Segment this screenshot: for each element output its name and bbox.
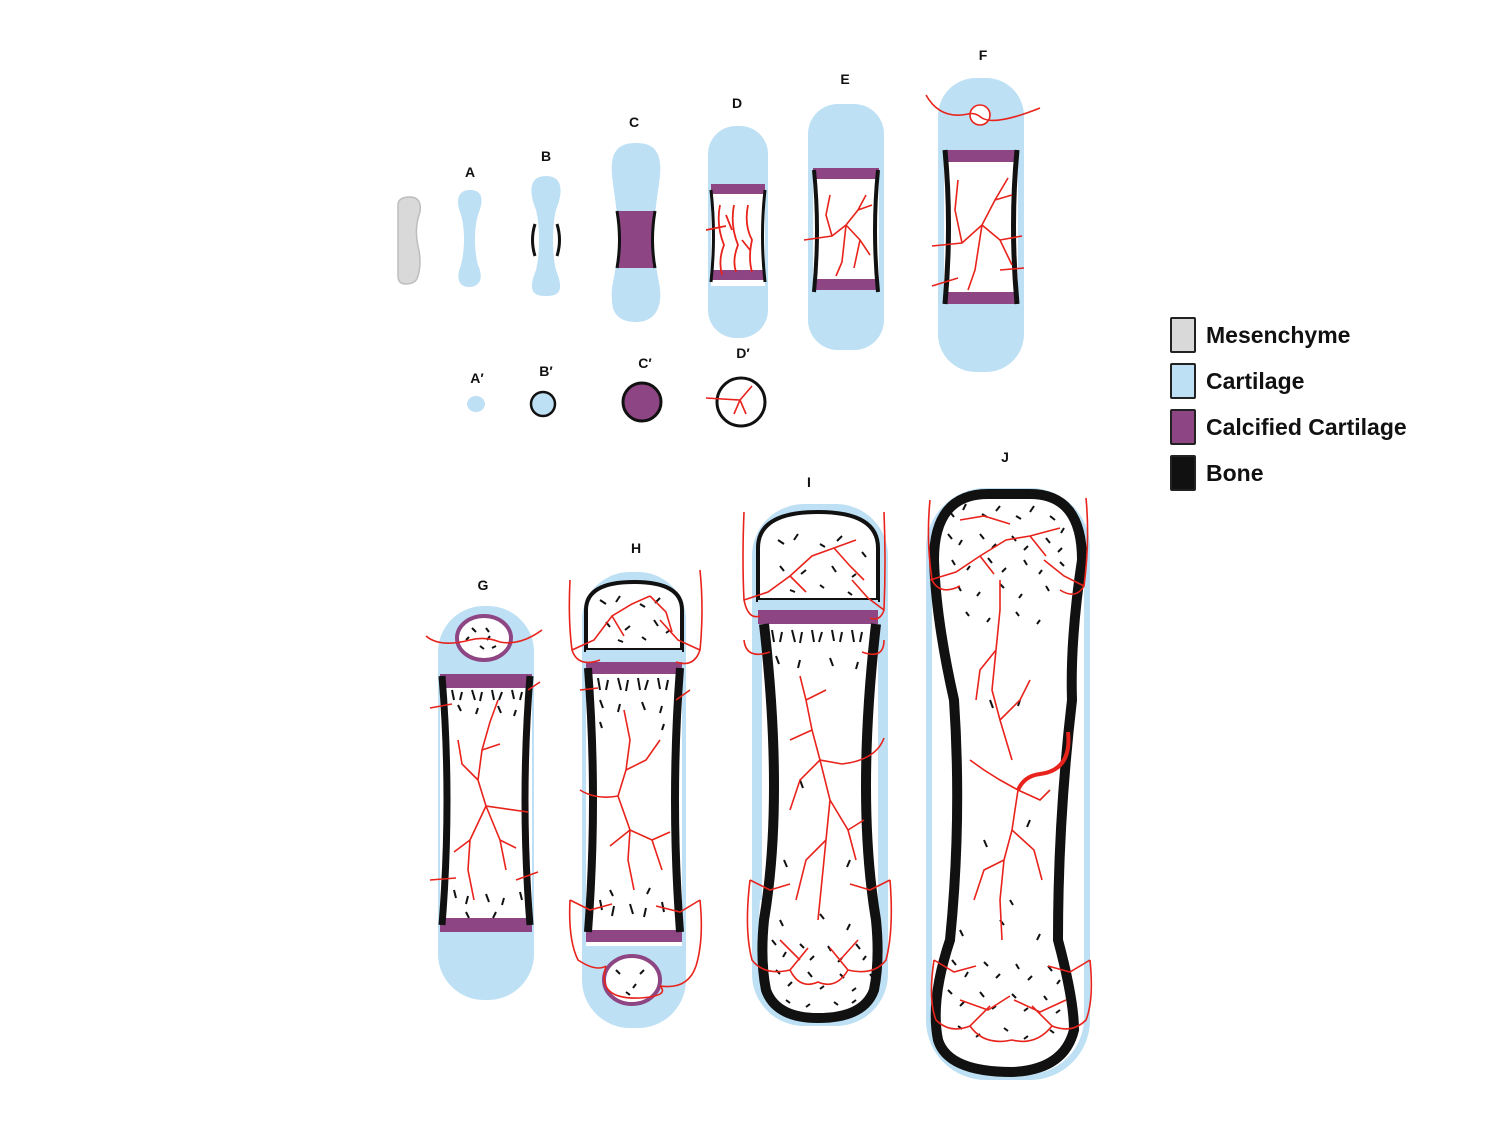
- label-d: D: [732, 95, 742, 111]
- stage-i-bone-shaft: [757, 623, 883, 1024]
- stage-g: [425, 606, 543, 1000]
- label-b-prime: B′: [539, 363, 553, 379]
- stage-d-calcified-top: [711, 184, 765, 194]
- stage-i-trabeculae: [771, 533, 874, 1008]
- stage-c-calcified-cartilage: [617, 211, 655, 268]
- cross-section-c-prime: [621, 381, 663, 423]
- mesenchyme-swatch: [1170, 317, 1196, 353]
- stage-d-bone-collar: [709, 189, 715, 283]
- label-d-prime: D′: [736, 345, 750, 361]
- stage-i-proximal-growth-plate: [758, 600, 878, 610]
- label-c: C: [629, 114, 639, 130]
- stage-h-calcified-bottom: [586, 930, 682, 942]
- stage-d-calcified-bottom: [711, 270, 765, 280]
- cross-section-a-prime: [467, 396, 485, 412]
- legend-item-cartilage: Cartilage: [1170, 358, 1470, 404]
- mesenchyme-condensation: [397, 196, 422, 285]
- stage-i-vessels: [742, 511, 893, 986]
- stage-c: [611, 143, 661, 322]
- legend-label: Cartilage: [1206, 367, 1305, 394]
- bone-swatch: [1170, 455, 1196, 491]
- stage-g-calcified-bottom: [440, 918, 532, 932]
- label-a-prime: A′: [470, 370, 484, 386]
- stage-j-trabeculae: [947, 503, 1065, 1040]
- cross-section-b-prime: [529, 390, 557, 418]
- legend: Mesenchyme Cartilage Calcified Cartilage…: [1170, 312, 1470, 496]
- cross-section-d-prime: [705, 376, 767, 428]
- legend-label: Calcified Cartilage: [1206, 413, 1407, 440]
- stage-g-vessels: [425, 629, 543, 901]
- label-g: G: [478, 577, 489, 593]
- legend-label: Mesenchyme: [1206, 321, 1351, 348]
- stage-g-bone-collar: [438, 675, 451, 926]
- stage-f-epiphyseal-vessel-loop: [969, 104, 991, 126]
- legend-item-calcified-cartilage: Calcified Cartilage: [1170, 404, 1470, 450]
- stage-labels: A B C D E F A′ B′ C′ D′ G H I J: [465, 47, 1009, 593]
- stage-h-proximal-growth-plate: [586, 650, 682, 662]
- stage-e-calcified-top: [813, 168, 879, 179]
- label-a: A: [465, 164, 475, 180]
- legend-label: Bone: [1206, 459, 1264, 486]
- stage-b: [531, 176, 561, 296]
- stage-j: [926, 488, 1093, 1080]
- legend-item-bone: Bone: [1170, 450, 1470, 496]
- stage-e-bone-collar: [812, 169, 819, 293]
- stage-f: [925, 78, 1041, 372]
- stage-f-bone-collar: [942, 149, 951, 305]
- stage-i-calcified-top: [758, 610, 878, 624]
- stage-e-calcified-bottom: [813, 279, 879, 290]
- stage-b-cartilage: [531, 176, 561, 296]
- stage-i-distal-epiphysis: [758, 900, 881, 1016]
- stage-h-bone-collar: [584, 667, 597, 933]
- stage-f-vessels: [925, 94, 1041, 291]
- label-e: E: [840, 71, 849, 87]
- label-j: J: [1001, 449, 1009, 465]
- stage-h: [568, 569, 703, 1028]
- calcified-cartilage-swatch: [1170, 409, 1196, 445]
- stage-i: [742, 504, 893, 1026]
- label-b: B: [541, 148, 551, 164]
- stage-j-vessels: [927, 497, 1093, 1043]
- stage-f-calcified-bottom: [944, 292, 1018, 304]
- stage-a-cartilage: [458, 190, 482, 287]
- stage-d: [705, 126, 768, 338]
- stage-d-vessels: [705, 204, 753, 276]
- label-h: H: [631, 540, 641, 556]
- stage-j-bone-shaft: [928, 489, 1088, 1078]
- stage-g-trabeculae: [451, 627, 523, 919]
- stage-f-calcified-top: [944, 150, 1018, 162]
- stage-g-calcified-top: [440, 674, 532, 688]
- stage-b-bone-collar: [531, 223, 537, 257]
- label-i: I: [807, 474, 811, 490]
- stage-h-trabeculae: [597, 595, 671, 996]
- label-f: F: [979, 47, 988, 63]
- label-c-prime: C′: [638, 355, 652, 371]
- cartilage-swatch: [1170, 363, 1196, 399]
- stage-h-vessels: [568, 569, 703, 999]
- stage-e: [803, 104, 884, 350]
- stage-h-calcified-top: [586, 662, 682, 674]
- legend-item-mesenchyme: Mesenchyme: [1170, 312, 1470, 358]
- stage-e-vessels: [803, 194, 873, 277]
